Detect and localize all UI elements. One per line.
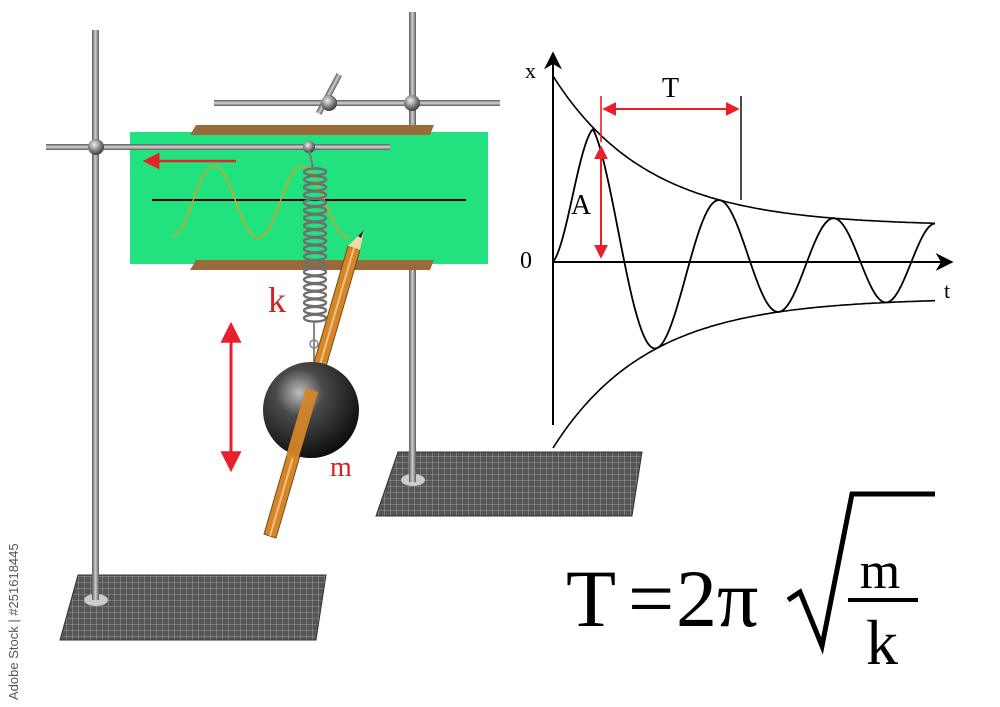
formula-lhs: T bbox=[566, 553, 616, 644]
axis-t-label: t bbox=[944, 278, 950, 303]
lower-crossbar bbox=[46, 144, 390, 150]
clamp-knob-2 bbox=[321, 95, 337, 111]
spring-coil bbox=[302, 305, 328, 316]
upper-crossbar bbox=[214, 100, 500, 106]
period-label: T bbox=[662, 73, 679, 104]
hook-ring bbox=[309, 339, 319, 349]
spring-hanger bbox=[308, 149, 314, 169]
sqrt-sign bbox=[786, 491, 935, 655]
axis-x-label: x bbox=[525, 58, 536, 83]
formula-denominator: k bbox=[866, 607, 898, 678]
upper-paper-guide bbox=[190, 125, 434, 135]
formula-numerator: m bbox=[860, 543, 900, 600]
displacement-graph: x t 0 A T bbox=[520, 51, 954, 449]
lower-paper-guide bbox=[190, 260, 434, 270]
lower-envelope bbox=[552, 299, 935, 449]
spring-coil bbox=[302, 282, 328, 293]
formula-equals: = bbox=[628, 553, 674, 644]
damped-oscillation-curve bbox=[552, 127, 936, 350]
right-stand-base bbox=[375, 451, 643, 517]
spring-coil bbox=[302, 313, 328, 323]
spring-coil bbox=[302, 298, 328, 308]
stock-watermark: Adobe Stock | #251618445 bbox=[4, 470, 24, 700]
pencil-front-segment bbox=[286, 388, 318, 460]
formula-coefficient: 2π bbox=[676, 553, 758, 644]
spring-coil bbox=[302, 274, 328, 285]
left-stand-base bbox=[59, 574, 327, 641]
upper-envelope bbox=[552, 75, 935, 225]
stock-watermark-text: Adobe Stock | #251618445 bbox=[6, 543, 21, 700]
left-stand bbox=[59, 30, 327, 641]
amplitude-label: A bbox=[571, 190, 592, 221]
left-stand-rod bbox=[92, 30, 99, 600]
spring-coil bbox=[302, 267, 328, 277]
mass-label: m bbox=[330, 452, 352, 483]
clamp-knob-1 bbox=[88, 139, 104, 155]
clamp-knob-4 bbox=[303, 141, 315, 153]
origin-label: 0 bbox=[520, 248, 532, 274]
period-formula: T = 2π m k bbox=[566, 491, 935, 678]
spring-coil bbox=[302, 290, 328, 300]
clamp-knob-3 bbox=[404, 95, 420, 111]
spring-constant-label: k bbox=[268, 280, 286, 320]
coil-spring-icon bbox=[302, 167, 328, 323]
